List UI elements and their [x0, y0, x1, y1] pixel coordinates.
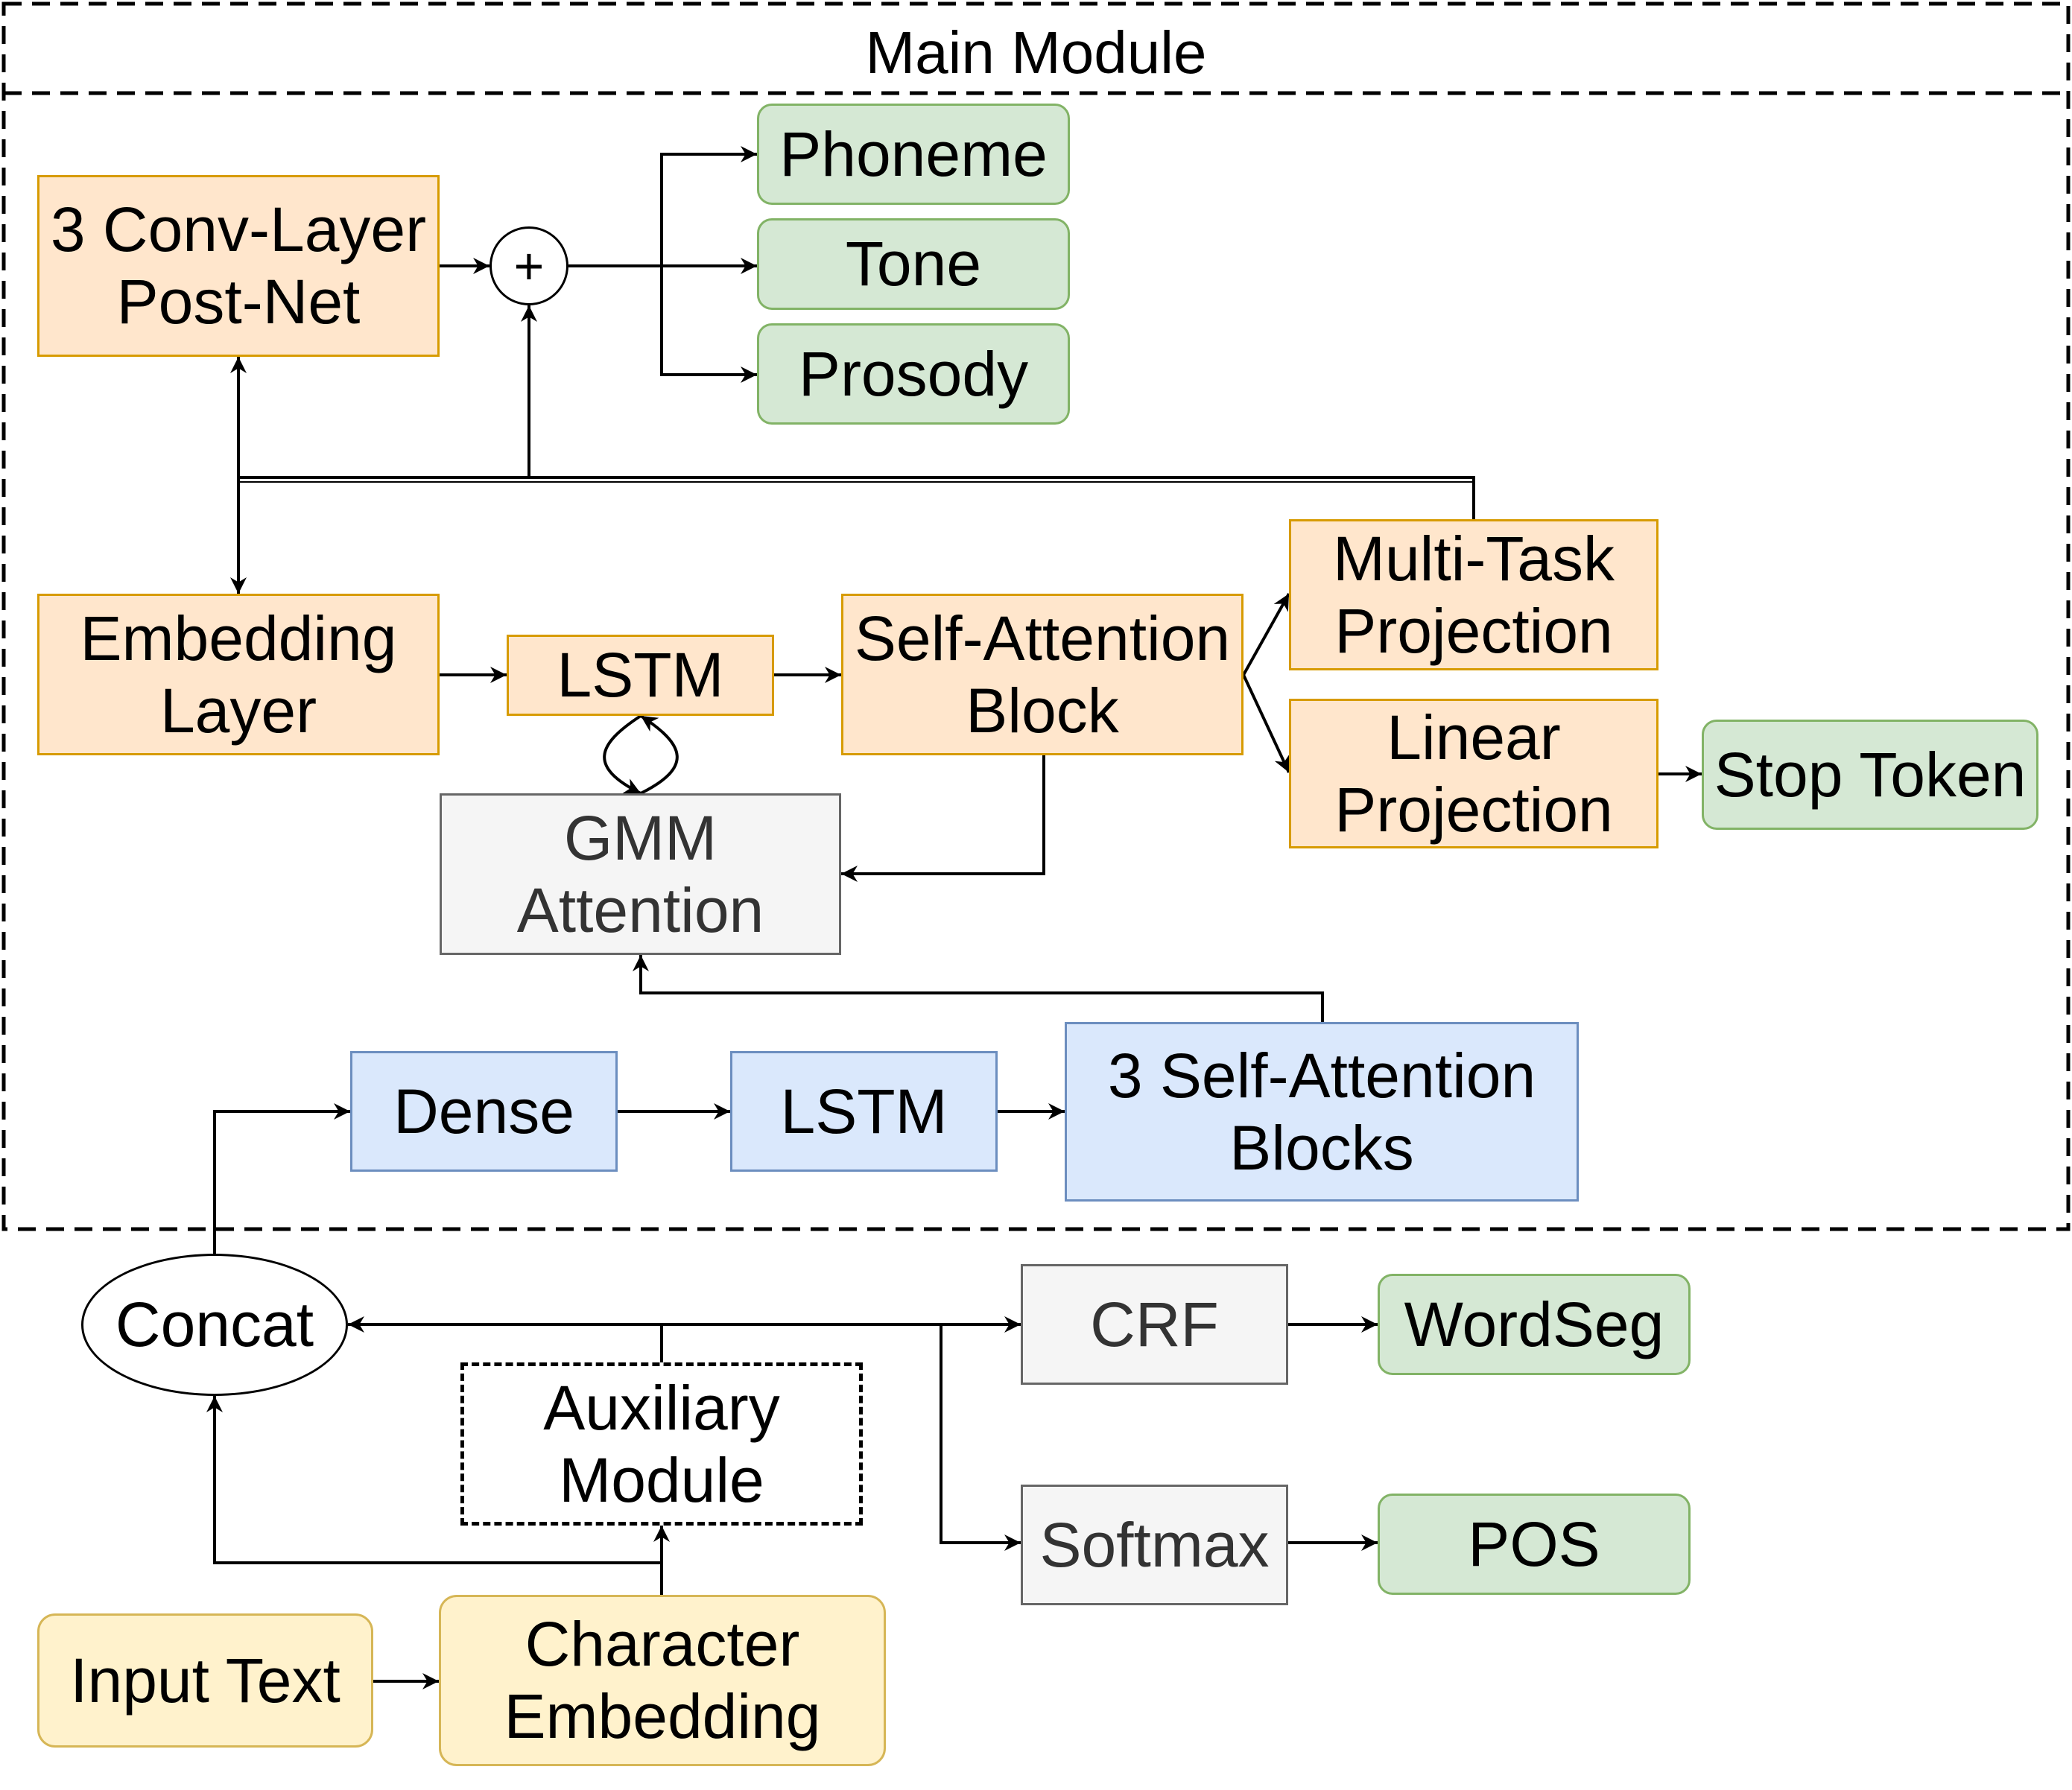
self-attention-blocks-node: 3 Self-Attention Blocks	[1065, 1022, 1579, 1202]
edge-plus-to-phoneme	[568, 146, 757, 267]
linear-projection-node: Linear Projection	[1289, 699, 1658, 848]
edge-multitask-bus	[238, 476, 1475, 519]
edge-charembed-to-concat	[206, 1396, 663, 1595]
pos-output: POS	[1378, 1494, 1691, 1595]
crf-node: CRF	[1021, 1264, 1288, 1385]
edge-aux-to-concat	[348, 1316, 663, 1362]
prosody-output: Prosody	[757, 323, 1070, 425]
main-module-title: Main Module	[865, 19, 1207, 86]
character-embedding-node: Character Embedding	[439, 1595, 886, 1766]
input-text-node: Input Text	[37, 1613, 373, 1748]
softmax-node: Softmax	[1021, 1485, 1288, 1605]
edge-encoder-to-gmm	[633, 955, 1324, 1022]
postnet-node: 3 Conv-Layer Post-Net	[37, 175, 440, 357]
edge-concat-to-dense	[213, 1103, 350, 1254]
embedding-layer-node: Embedding Layer	[37, 594, 440, 755]
edge-aux-to-softmax	[940, 1324, 1021, 1551]
concat-node: Concat	[81, 1254, 348, 1396]
edge-selfattn-to-multitask	[1242, 593, 1290, 676]
edge-gmm-lstm-loop	[639, 714, 679, 795]
multitask-projection-node: Multi-Task Projection	[1289, 519, 1658, 670]
tone-output: Tone	[757, 218, 1070, 310]
auxiliary-module-node: Auxiliary Module	[460, 1362, 863, 1526]
stop-token-output: Stop Token	[1702, 720, 2038, 830]
self-attention-block-node: Self-Attention Block	[841, 594, 1243, 755]
edge-selfattn-to-gmm	[841, 755, 1045, 882]
sum-operator: +	[490, 226, 568, 305]
encoder-lstm-node: LSTM	[730, 1051, 998, 1172]
edge-lstm-gmm-loop	[603, 714, 642, 795]
wordseg-output: WordSeg	[1378, 1274, 1691, 1375]
decoder-lstm-node: LSTM	[507, 635, 774, 716]
phoneme-output: Phoneme	[757, 104, 1070, 205]
dense-node: Dense	[350, 1051, 618, 1172]
main-module-frame	[1, 1, 2071, 1231]
gmm-attention-node: GMM Attention	[440, 793, 841, 955]
edge-selfattn-to-linear	[1242, 674, 1290, 773]
edge-multitask-bus-double	[238, 481, 1474, 519]
edge-plus-to-prosody	[660, 266, 757, 383]
